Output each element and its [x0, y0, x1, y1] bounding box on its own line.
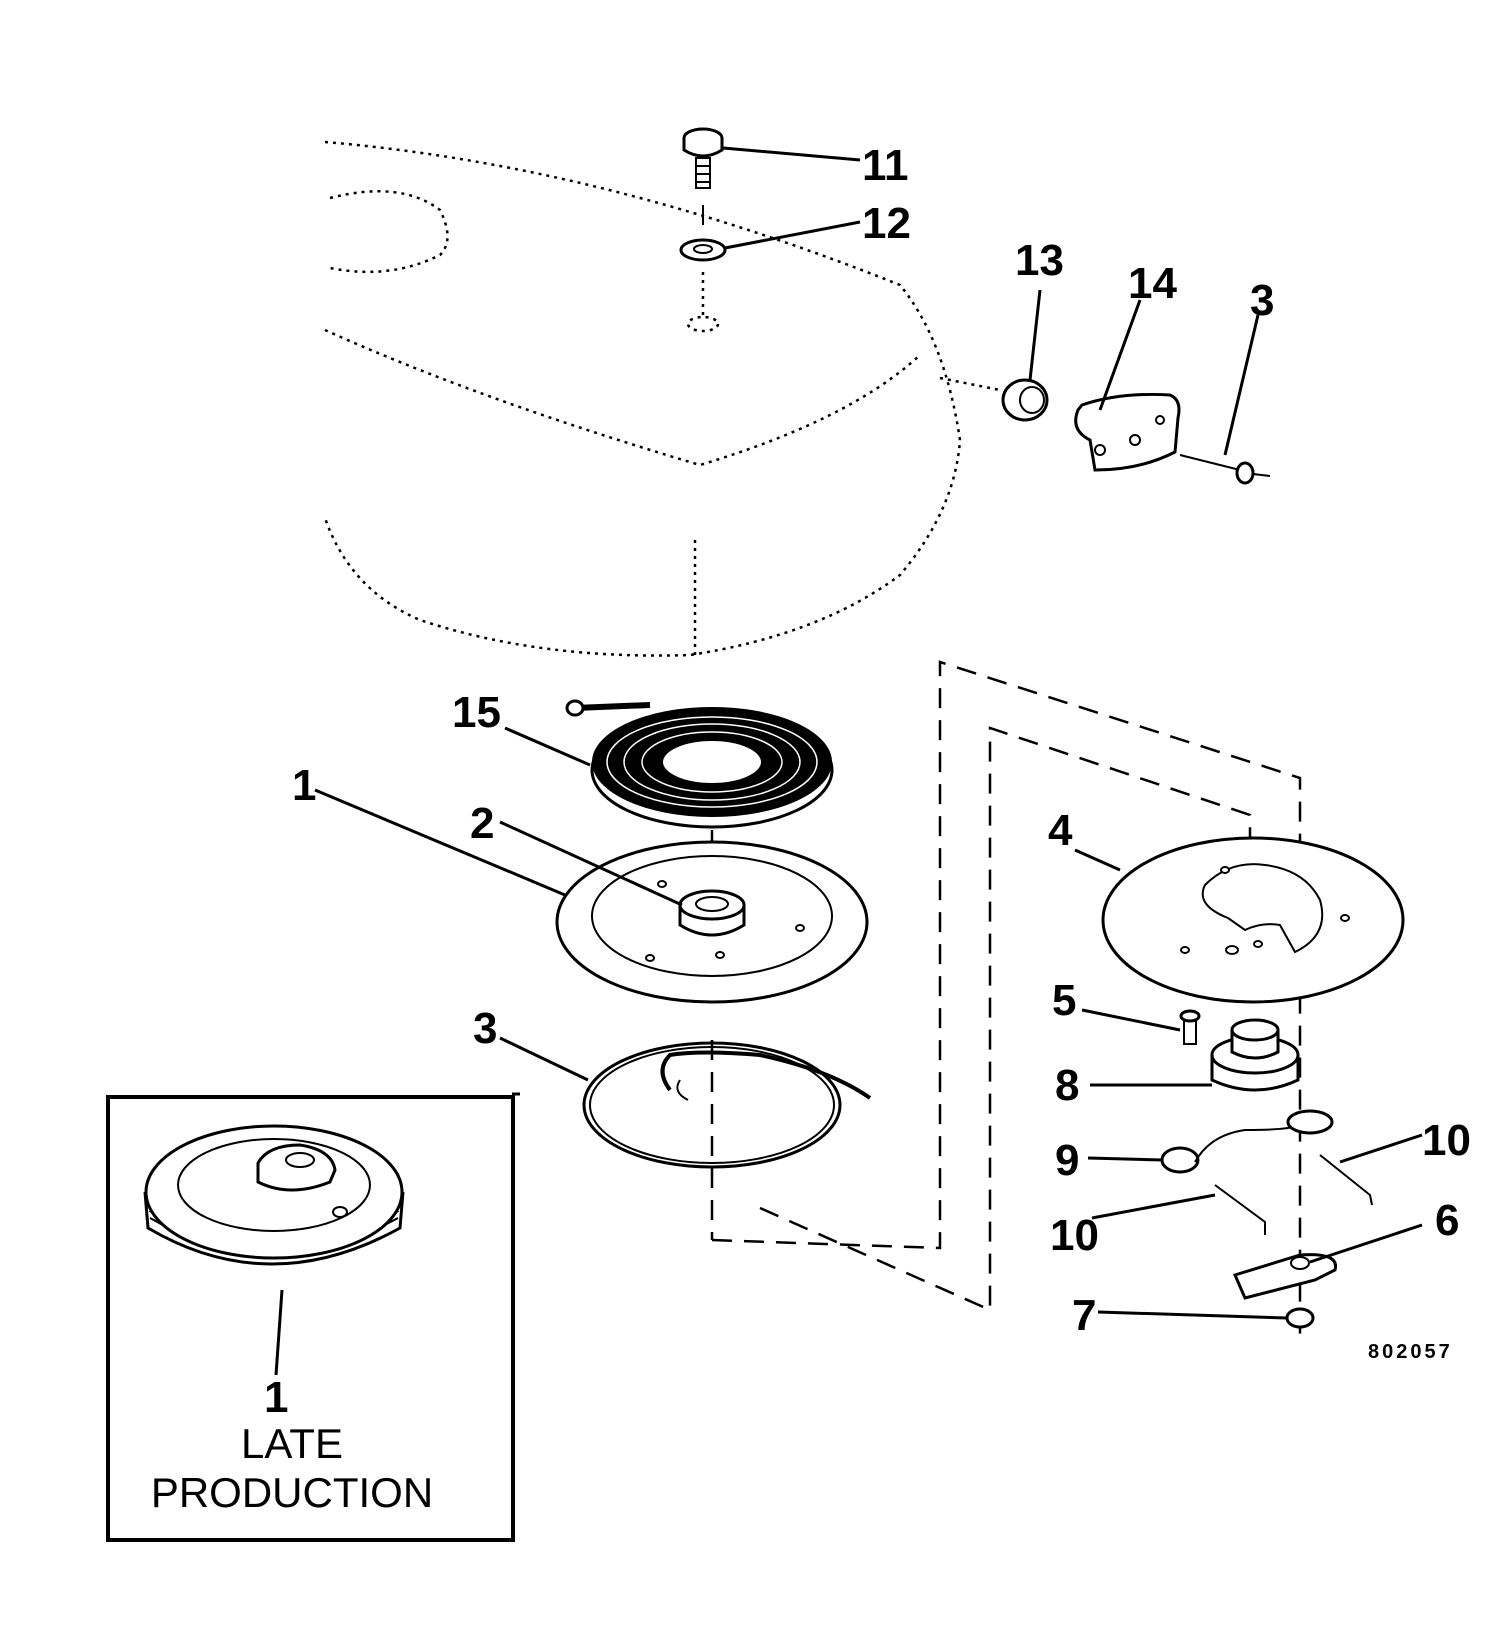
inset-late-production: 1 LATE PRODUCTION [106, 1092, 520, 1542]
part-10-spring-left [1214, 1184, 1266, 1235]
leader-lines [314, 146, 1423, 1320]
engine-cowl-outline [323, 140, 962, 660]
part-6-pawl [1232, 1253, 1338, 1300]
part-5-screw [1179, 1009, 1201, 1045]
callout-1: 1 [292, 761, 316, 810]
callout-3-bottom: 3 [473, 1004, 497, 1053]
callout-4: 4 [1048, 806, 1073, 855]
callout-7: 7 [1072, 1291, 1096, 1340]
callout-9: 9 [1055, 1136, 1079, 1185]
inset-label-late: LATE [241, 1420, 343, 1467]
part-15-rewind-spring [565, 699, 834, 875]
callout-2: 2 [470, 799, 494, 848]
callout-3-top: 3 [1250, 276, 1274, 325]
inset-pulley [143, 1124, 405, 1266]
part-13-grommet [939, 376, 1049, 422]
callout-12: 12 [862, 199, 911, 248]
part-7-nut [1285, 1307, 1315, 1329]
callout-14: 14 [1128, 259, 1177, 308]
part-2-bushing [678, 889, 746, 937]
inset-label-production: PRODUCTION [151, 1469, 433, 1516]
callout-10-left: 10 [1050, 1211, 1099, 1260]
callout-8: 8 [1055, 1061, 1079, 1110]
part-14-starter-handle [1074, 392, 1181, 472]
part-4-plate [1101, 836, 1405, 1004]
part-10-spring-right [1319, 1154, 1373, 1206]
callout-6: 6 [1435, 1196, 1459, 1245]
drawing-number: 802057 [1368, 1341, 1453, 1363]
callout-10-right: 10 [1422, 1116, 1471, 1165]
callout-15: 15 [452, 688, 501, 737]
part-12-washer [679, 238, 727, 333]
part-3-rope-end [1179, 454, 1271, 485]
callout-13: 13 [1015, 236, 1064, 285]
callout-11: 11 [862, 141, 909, 190]
part-11-screw [682, 127, 724, 225]
part-8-hub [1210, 1018, 1300, 1092]
part-3-starter-rope [582, 1040, 872, 1240]
inset-callout-1: 1 [264, 1373, 288, 1422]
callout-labels: 11 12 13 14 3 15 1 2 4 3 5 8 9 10 10 6 7 [292, 141, 1471, 1340]
part-9-link-spring [1160, 1109, 1334, 1174]
callout-5: 5 [1052, 976, 1076, 1025]
